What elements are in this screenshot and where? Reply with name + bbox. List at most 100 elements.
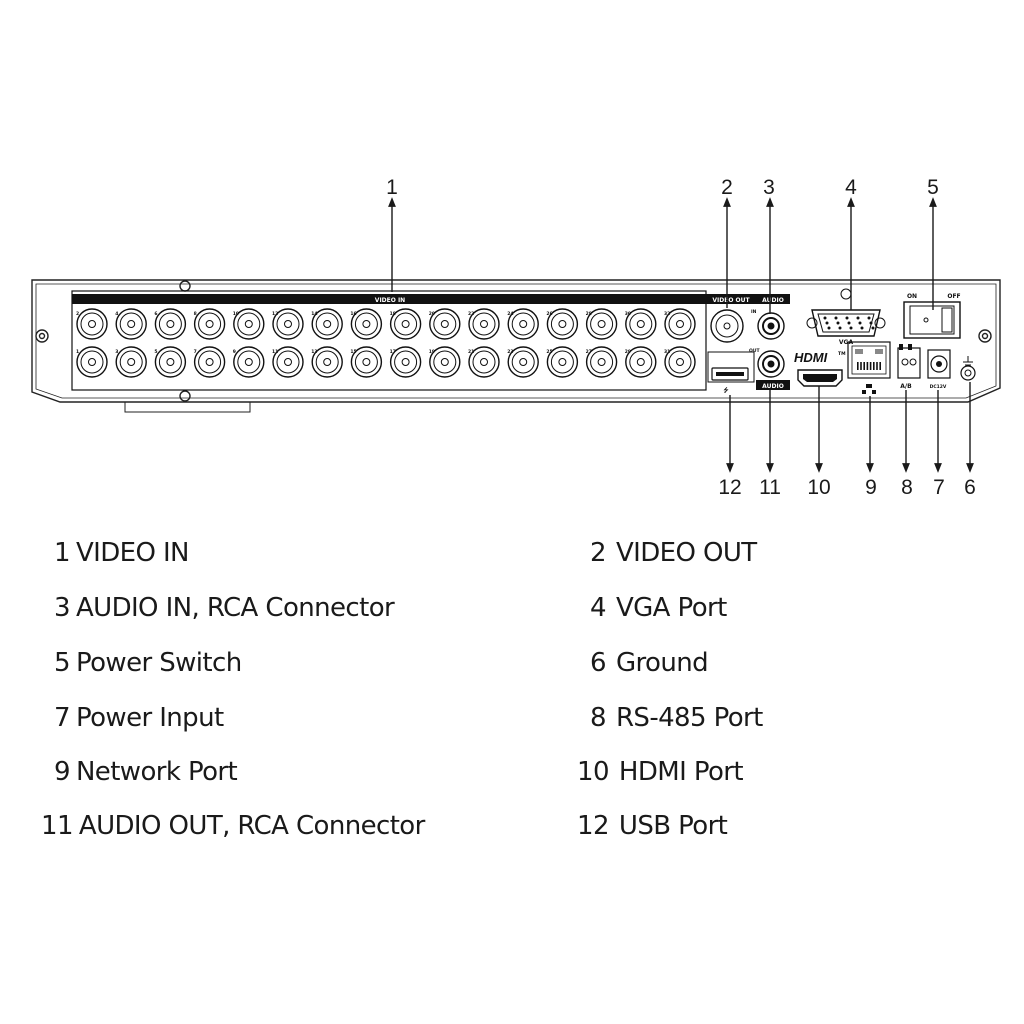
audio-block: AUDIO IN OUT AUDIO <box>749 294 790 390</box>
chassis <box>31 279 1001 413</box>
video-out-bnc-connector <box>710 309 744 343</box>
callout-5: 5 <box>927 176 939 199</box>
legend-number: 5 <box>54 648 71 678</box>
legend-label: AUDIO IN, RCA Connector <box>75 593 395 623</box>
usb-port <box>711 367 749 381</box>
legend-number: 11 <box>41 811 73 841</box>
bnc-connector: 12 <box>272 308 304 340</box>
switch-off-label: OFF <box>947 293 960 300</box>
bnc-channel-number: 12 <box>272 311 278 317</box>
bnc-channel-number: 15 <box>350 349 356 355</box>
bnc-channel-number: 17 <box>390 349 396 355</box>
legend-number: 10 <box>577 757 609 787</box>
legend-label: VGA Port <box>615 593 727 623</box>
bnc-connector: 9 <box>233 346 265 378</box>
legend-label: HDMI Port <box>618 757 744 787</box>
ground-terminal <box>960 356 976 381</box>
bnc-connector: 27 <box>586 346 618 378</box>
bnc-channel-number: 28 <box>586 311 592 317</box>
power-input: DC12V <box>927 349 951 390</box>
video-out-panel-label: VIDEO OUT <box>712 297 750 304</box>
bnc-channel-number: 5 <box>154 349 157 355</box>
hdmi-port: HDMI TM <box>794 350 846 387</box>
bnc-connector: 14 <box>311 308 343 340</box>
legend-label: Power Input <box>75 703 224 733</box>
legend-number: 6 <box>590 648 607 678</box>
bnc-connector: 32 <box>664 308 696 340</box>
callout-6: 6 <box>964 476 976 499</box>
power-switch: ON OFF <box>903 293 961 339</box>
bnc-channel-number: 23 <box>507 349 513 355</box>
legend-number: 1 <box>54 538 71 568</box>
audio-in-rca-connector <box>757 312 785 340</box>
legend-number: 3 <box>54 593 71 623</box>
bnc-connector: 24 <box>507 308 539 340</box>
bnc-channel-number: 13 <box>311 349 317 355</box>
bnc-connector: 22 <box>468 308 500 340</box>
legend-label: AUDIO OUT, RCA Connector <box>78 811 425 841</box>
bnc-connector: 29 <box>625 346 657 378</box>
bnc-channel-number: 3 <box>115 349 118 355</box>
legend-number: 2 <box>590 538 607 568</box>
bnc-connector: 15 <box>350 346 383 378</box>
legend-label: VIDEO IN <box>75 538 190 568</box>
legend-number: 9 <box>54 757 71 787</box>
callout-4: 4 <box>845 176 857 199</box>
bnc-connector: 20 <box>429 308 461 340</box>
bnc-connector: 17 <box>390 346 422 378</box>
audio-out-panel-label: AUDIO <box>762 383 784 390</box>
bnc-connector: 21 <box>468 346 500 378</box>
bnc-channel-number: 31 <box>664 349 670 355</box>
bnc-channel-number: 25 <box>546 349 552 355</box>
bnc-channel-number: 7 <box>194 349 197 355</box>
callout-9: 9 <box>865 476 877 499</box>
bnc-channel-number: 10 <box>233 311 239 317</box>
bnc-channel-number: 1 <box>76 349 79 355</box>
bnc-channel-number: 19 <box>429 349 435 355</box>
bnc-channel-number: 30 <box>625 311 631 317</box>
bnc-channel-number: 16 <box>350 311 356 317</box>
rs485-panel-label: A/B <box>900 383 912 390</box>
switch-on-label: ON <box>907 293 917 300</box>
legend-label: USB Port <box>618 811 728 841</box>
bnc-channel-number: 9 <box>233 349 236 355</box>
bnc-channel-number: 18 <box>390 311 396 317</box>
bnc-channel-number: 11 <box>272 349 278 355</box>
bnc-connector: 13 <box>311 346 343 378</box>
bnc-connector: 6 <box>154 308 187 340</box>
bnc-channel-number: 2 <box>76 311 79 317</box>
network-port <box>847 341 891 394</box>
hdmi-logo: HDMI <box>794 350 828 365</box>
bnc-connector: 18 <box>390 308 422 340</box>
bnc-channel-number: 22 <box>468 311 474 317</box>
bnc-connector: 4 <box>115 308 147 340</box>
legend-number: 8 <box>590 703 607 733</box>
bnc-connector: 11 <box>272 346 304 378</box>
network-icon <box>862 384 876 394</box>
callout-arrows <box>388 197 974 473</box>
hdmi-tm: TM <box>838 351 846 357</box>
callout-11: 11 <box>759 476 781 499</box>
bnc-connector: 1 <box>76 346 108 378</box>
bnc-connector: 2 <box>76 308 108 340</box>
audio-out-rca-connector <box>757 350 785 378</box>
bnc-connector: 28 <box>586 308 618 340</box>
video-in-panel-label: VIDEO IN <box>375 297 405 304</box>
bnc-channel-number: 20 <box>429 311 435 317</box>
bnc-connector: 30 <box>625 308 657 340</box>
bnc-connector: 23 <box>507 346 539 378</box>
bnc-connector: 25 <box>546 346 579 378</box>
bnc-connector: 7 <box>194 346 226 378</box>
bnc-channel-number: 21 <box>468 349 474 355</box>
